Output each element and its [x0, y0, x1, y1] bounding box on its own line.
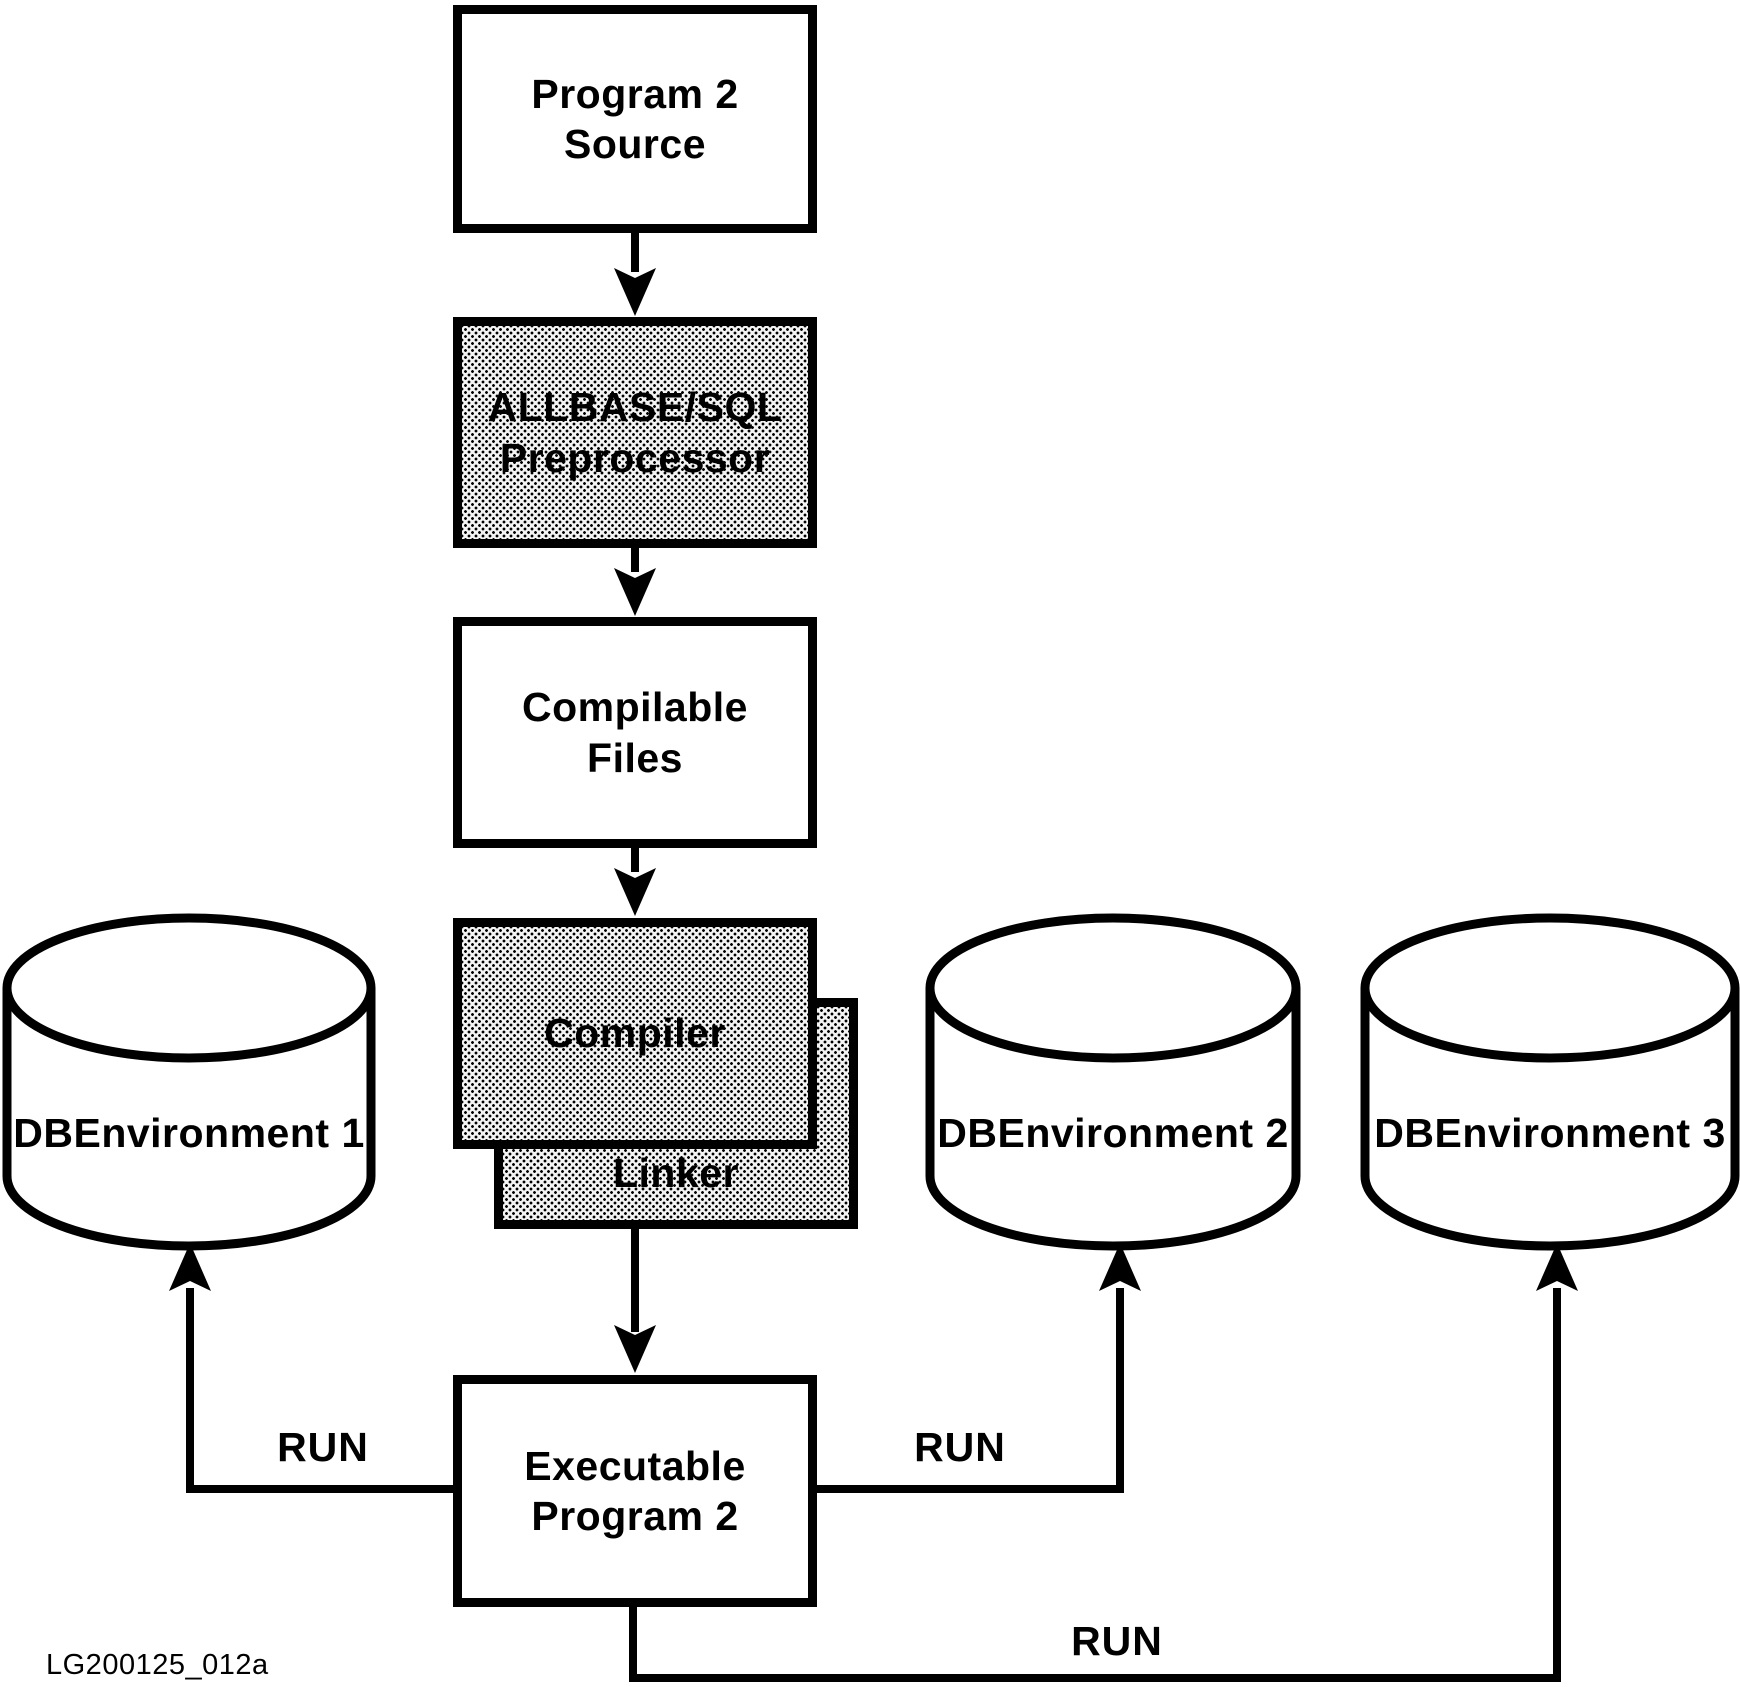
flow-lines — [186, 228, 1561, 1682]
dbenv1-cylinder-top — [2, 913, 376, 1063]
arrowhead-up-dbenv2-icon — [1099, 1243, 1141, 1291]
node-preprocessor: ALLBASE/SQL Preprocessor — [453, 317, 817, 548]
arrowhead-up-dbenv3-icon — [1536, 1243, 1578, 1291]
dbenv2-label: DBEnvironment 2 — [937, 1110, 1289, 1156]
node-executable-line1: Executable — [524, 1442, 746, 1489]
node-compiler-text: Compiler — [544, 1010, 726, 1057]
dbenv3-cylinder-icon — [1360, 913, 1740, 1251]
figure-caption: LG200125_012a — [46, 1649, 269, 1681]
node-linker-text: Linker — [612, 1149, 740, 1196]
run-label-dbenv1: RUN — [277, 1424, 369, 1470]
dbenv3-cylinder-top — [1360, 913, 1740, 1063]
node-program2-source-line1: Program 2 — [531, 70, 739, 117]
node-compilable-files: Compilable Files — [453, 617, 817, 848]
run-label-dbenv3: RUN — [1071, 1618, 1163, 1664]
node-linker-label: Linker — [503, 1148, 849, 1220]
arrowhead-up-dbenv1-icon — [169, 1243, 211, 1291]
node-program2-source-line2: Source — [564, 121, 706, 167]
arrowhead-down-1-icon — [614, 268, 656, 316]
node-executable-program2: Executable Program 2 — [453, 1375, 817, 1607]
run3-line — [629, 1288, 1561, 1682]
arrowhead-down-3-icon — [614, 868, 656, 916]
node-executable-label: Executable Program 2 — [462, 1441, 808, 1541]
node-compiler: Compiler — [453, 918, 817, 1149]
node-compilable-files-line1: Compilable — [522, 684, 748, 731]
node-compilable-files-label: Compilable Files — [462, 682, 808, 782]
dbenv2-cylinder-icon — [925, 913, 1301, 1251]
arrowhead-down-2-icon — [614, 568, 656, 616]
node-preprocessor-line1: ALLBASE/SQL — [487, 384, 783, 431]
node-program2-source: Program 2 Source — [453, 5, 817, 233]
node-preprocessor-label: ALLBASE/SQL Preprocessor — [462, 382, 808, 482]
dbenv1-label: DBEnvironment 1 — [13, 1110, 365, 1156]
dbenv2-cylinder-top — [925, 913, 1301, 1063]
run-label-dbenv2: RUN — [914, 1424, 1006, 1470]
dbenv1-cylinder-icon — [2, 913, 376, 1251]
dbenv3-label: DBEnvironment 3 — [1374, 1110, 1726, 1156]
node-executable-line2: Program 2 — [531, 1493, 739, 1539]
arrowhead-down-4-icon — [614, 1325, 656, 1373]
node-preprocessor-line2: Preprocessor — [499, 434, 771, 481]
node-program2-source-label: Program 2 Source — [462, 69, 808, 169]
node-compiler-label: Compiler — [462, 1008, 808, 1058]
arrowheads — [169, 268, 1578, 1373]
run1-line — [186, 1288, 455, 1493]
run2-line — [813, 1288, 1124, 1493]
node-compilable-files-line2: Files — [587, 734, 683, 781]
